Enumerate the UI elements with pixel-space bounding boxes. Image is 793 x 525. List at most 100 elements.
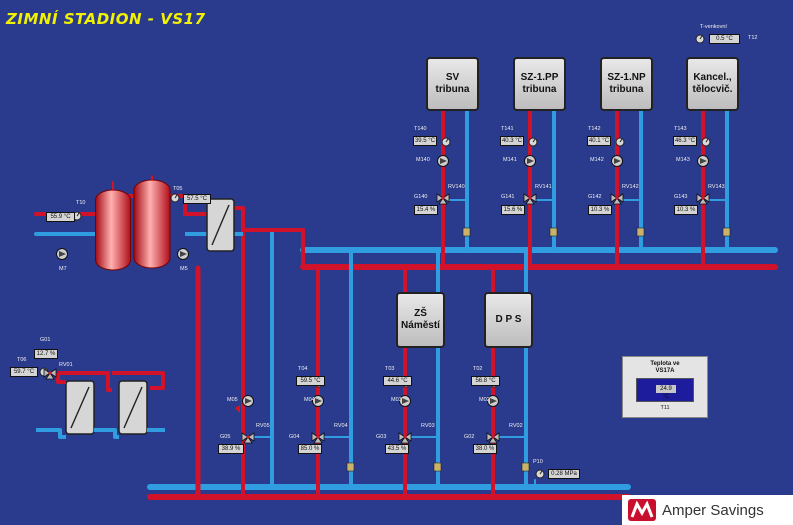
value-t06[interactable]: 59.7 °C	[10, 367, 38, 377]
value-t04[interactable]: 59.5 °C	[296, 376, 325, 386]
value-t05[interactable]: 57.5 °C	[183, 194, 211, 204]
valve-icon-rv03[interactable]	[398, 432, 412, 444]
thermometer-icon-t05[interactable]	[170, 193, 180, 203]
consumer-box-dps[interactable]: D P S	[484, 292, 533, 348]
value-g141[interactable]: 15.6 %	[501, 205, 525, 215]
value-g03[interactable]: 43.5 %	[385, 444, 409, 454]
thermostat-title-line: Teplota ve	[650, 361, 680, 367]
consumer-box-kancel-line: Kancel.,	[693, 72, 732, 83]
label-m02: M02	[479, 397, 490, 403]
label-m142: M142	[590, 157, 604, 163]
label-t142: T142	[588, 126, 601, 132]
valve-icon-rv143[interactable]	[696, 193, 710, 205]
thermometer-icon-t143[interactable]	[701, 137, 711, 147]
consumer-box-kancel[interactable]: Kancel.,tělocvič.	[686, 57, 739, 111]
accumulation-tank-2[interactable]	[133, 179, 171, 269]
label-rv04: RV04	[334, 423, 348, 429]
label-rv140: RV140	[448, 184, 465, 190]
label-t02: T02	[473, 366, 483, 372]
pump-icon-m142[interactable]	[611, 155, 623, 167]
thermometer-icon-t141[interactable]	[528, 137, 538, 147]
value-t10[interactable]: 55.9 °C	[46, 212, 75, 222]
page-title: ZIMNÍ STADION - VS17	[6, 10, 206, 28]
label-g05: G05	[220, 434, 231, 440]
pump-icon-m5[interactable]	[177, 248, 189, 260]
valve-icon-rv04[interactable]	[311, 432, 325, 444]
label-m143: M143	[676, 157, 690, 163]
consumer-box-sv-line: tribuna	[435, 84, 470, 95]
value-t02[interactable]: 56.8 °C	[471, 376, 500, 386]
value-t142[interactable]: 40.1 °C	[587, 136, 611, 146]
label-m5: M5	[180, 266, 188, 272]
label-t06: T06	[17, 357, 27, 363]
consumer-box-kancel-line: tělocvič.	[692, 84, 733, 95]
label-m03: M03	[391, 397, 402, 403]
pump-icon-m143[interactable]	[697, 155, 709, 167]
pump-icon-m03[interactable]	[399, 395, 411, 407]
label-rv142: RV142	[622, 184, 639, 190]
pump-icon-m02[interactable]	[487, 395, 499, 407]
pressure-icon-p10[interactable]	[535, 469, 545, 479]
pump-icon-m7[interactable]	[56, 248, 68, 260]
label-rv02: RV02	[509, 423, 523, 429]
return-thermo-vytapeni	[346, 462, 355, 472]
heat-exchanger-left-2[interactable]	[118, 380, 148, 435]
label-t141: T141	[501, 126, 514, 132]
value-g02[interactable]: 38.0 %	[473, 444, 497, 454]
thermostat-id: T11	[660, 405, 670, 411]
label-t05: T05	[173, 186, 183, 192]
consumer-box-sz-np-line: tribuna	[609, 84, 644, 95]
thermometer-icon-t140[interactable]	[441, 137, 451, 147]
thermometer-icon-t142[interactable]	[615, 137, 625, 147]
label-g02: G02	[464, 434, 475, 440]
value-t143[interactable]: 46.3 °C	[673, 136, 697, 146]
value-t03[interactable]: 44.6 °C	[383, 376, 412, 386]
pump-icon-m141[interactable]	[524, 155, 536, 167]
label-rv141: RV141	[535, 184, 552, 190]
label-m04: M04	[304, 397, 315, 403]
pump-icon-m04[interactable]	[312, 395, 324, 407]
valve-icon-rv01[interactable]	[43, 368, 57, 380]
label-t03: T03	[385, 366, 395, 372]
value-g142[interactable]: 10.3 %	[588, 205, 612, 215]
value-t12[interactable]: 0.5 °C	[709, 34, 740, 44]
label-m7: M7	[59, 266, 67, 272]
return-thermo-sz-np	[636, 227, 645, 237]
value-g140[interactable]: 15.4 %	[414, 205, 438, 215]
label-m140: M140	[416, 157, 430, 163]
pump-icon-m140[interactable]	[437, 155, 449, 167]
label-g04: G04	[289, 434, 300, 440]
valve-icon-rv140[interactable]	[436, 193, 450, 205]
valve-icon-rv02[interactable]	[486, 432, 500, 444]
valve-icon-rv141[interactable]	[523, 193, 537, 205]
label-g141: G141	[501, 194, 515, 200]
valve-icon-rv142[interactable]	[610, 193, 624, 205]
value-t140[interactable]: 39.5 °C	[413, 136, 437, 146]
accumulation-tank-1[interactable]	[95, 189, 131, 271]
value-g143[interactable]: 10.3 %	[674, 205, 698, 215]
label-rv03: RV03	[421, 423, 435, 429]
heat-exchanger-main[interactable]	[206, 198, 235, 252]
value-p10[interactable]: 0.28 MPa	[548, 469, 580, 479]
valve-icon-rv05[interactable]	[241, 432, 255, 444]
return-thermo-zs	[433, 462, 442, 472]
label-rv143: RV143	[708, 184, 725, 190]
value-g01[interactable]: 12.7 %	[34, 349, 58, 359]
consumer-box-dps-line: D P S	[495, 314, 522, 325]
consumer-box-sz-pp-line: SZ-1.PP	[520, 72, 559, 83]
value-t141[interactable]: 40.3 °C	[500, 136, 524, 146]
pump-icon-m05[interactable]	[242, 395, 254, 407]
value-g05[interactable]: 38.9 %	[218, 444, 244, 454]
value-g04[interactable]: 85.0 %	[298, 444, 322, 454]
consumer-box-sv-line: SV	[445, 72, 460, 83]
alarm-icon[interactable]	[235, 405, 240, 413]
return-thermo-kancel	[722, 227, 731, 237]
thermometer-icon-t12[interactable]	[695, 34, 705, 44]
heat-exchanger-left-1[interactable]	[65, 380, 95, 435]
